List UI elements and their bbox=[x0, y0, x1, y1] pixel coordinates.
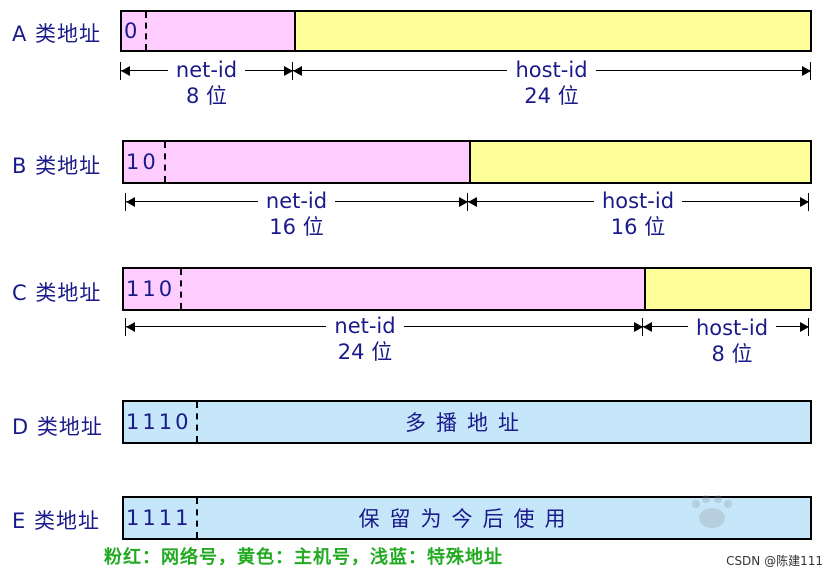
class-a-host-segment bbox=[294, 12, 810, 50]
class-a-net-id: net-id bbox=[167, 58, 246, 82]
class-b-host-size: 16 位 bbox=[610, 215, 666, 239]
class-e-label: E 类地址 bbox=[12, 509, 100, 533]
class-c-net-id: net-id bbox=[326, 314, 404, 338]
class-d-special-segment: 1110 多播地址 bbox=[124, 402, 810, 442]
class-b-net-dim-label: net-id 16 位 bbox=[125, 188, 468, 240]
class-c-leading-bits: 110 bbox=[126, 269, 183, 309]
class-c-label: C 类地址 bbox=[12, 281, 102, 305]
class-a-host-id: host-id bbox=[507, 58, 596, 82]
class-b-net-id: net-id bbox=[257, 189, 336, 213]
class-b-net-segment: 10 bbox=[124, 142, 469, 182]
class-b-host-segment bbox=[469, 142, 810, 182]
class-c-host-dim-label: host-id 8 位 bbox=[642, 315, 822, 367]
class-a-host-size: 24 位 bbox=[524, 84, 579, 108]
class-a-net-segment: 0 bbox=[122, 12, 294, 50]
class-a-net-size: 8 位 bbox=[185, 84, 228, 108]
class-e-reserved-text: 保留为今后使用 bbox=[358, 507, 576, 531]
class-c-host-segment bbox=[644, 269, 810, 309]
class-b-host-dim-label: host-id 16 位 bbox=[467, 188, 809, 240]
class-c-net-size: 24 位 bbox=[337, 340, 393, 364]
class-c-bar: 110 bbox=[122, 267, 812, 311]
class-a-host-dim-label: host-id 24 位 bbox=[292, 57, 811, 109]
class-c-net-segment: 110 bbox=[124, 269, 644, 309]
class-d-leading-bits: 1110 bbox=[126, 402, 199, 442]
class-c-host-size: 8 位 bbox=[711, 342, 753, 366]
class-c-net-dim-label: net-id 24 位 bbox=[125, 313, 605, 365]
class-b-label: B 类地址 bbox=[12, 154, 102, 178]
class-a-label: A 类地址 bbox=[12, 22, 102, 46]
csdn-watermark: CSDN @陈建111 bbox=[726, 554, 823, 568]
class-e-bar: 1111 保留为今后使用 bbox=[122, 496, 812, 540]
class-b-net-size: 16 位 bbox=[269, 215, 324, 239]
class-d-multicast-text: 多播地址 bbox=[405, 411, 529, 435]
class-d-label: D 类地址 bbox=[12, 415, 103, 439]
class-b-host-id: host-id bbox=[593, 189, 683, 213]
class-a-leading-bits: 0 bbox=[124, 12, 148, 50]
class-b-leading-bits: 10 bbox=[126, 142, 166, 182]
color-legend: 粉红：网络号，黄色：主机号，浅蓝：特殊地址 bbox=[104, 547, 503, 568]
class-c-host-id: host-id bbox=[687, 316, 777, 340]
class-b-bar: 10 bbox=[122, 140, 812, 184]
class-a-net-dim-label: net-id 8 位 bbox=[120, 57, 293, 109]
class-a-bar: 0 bbox=[120, 10, 812, 52]
class-d-bar: 1110 多播地址 bbox=[122, 400, 812, 444]
class-e-special-segment: 1111 保留为今后使用 bbox=[124, 498, 810, 538]
class-e-leading-bits: 1111 bbox=[126, 498, 199, 538]
